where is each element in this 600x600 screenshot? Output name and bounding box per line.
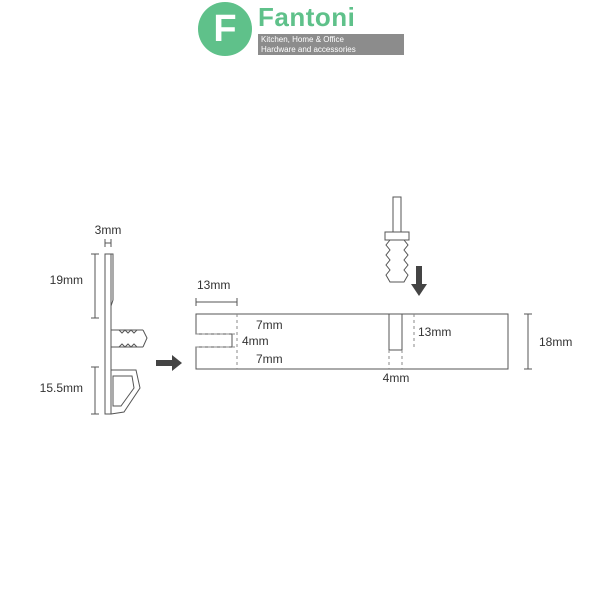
logo-tagline-band	[258, 34, 404, 55]
panel-slot	[388, 314, 403, 351]
profile-side-view	[104, 253, 148, 415]
panel-slot-depth-label: 13mm	[418, 325, 451, 339]
logo-letter: F	[213, 8, 237, 50]
panel-upper-lip-label: 7mm	[256, 318, 283, 332]
panel-groove-depth-label: 13mm	[197, 278, 230, 292]
profile-fin	[111, 329, 148, 348]
profile-upper-height-label: 19mm	[50, 273, 83, 287]
profile-lower-height-label: 15.5mm	[40, 381, 83, 395]
panel-slot-width-label: 4mm	[383, 371, 410, 385]
logo-name: Fantoni	[258, 2, 356, 32]
panel-dimension-guides	[196, 314, 415, 369]
logo-badge	[198, 2, 252, 56]
insert-barbed-fin	[385, 239, 409, 283]
profile-dimensions	[91, 239, 112, 415]
insert-profile	[384, 196, 410, 283]
profile-barbs	[118, 329, 138, 348]
panel-thickness-label: 18mm	[539, 335, 572, 349]
logo-tagline-1: Kitchen, Home & Office	[261, 35, 344, 44]
insert-stem	[392, 196, 402, 233]
logo-tagline-2: Hardware and accessories	[261, 45, 356, 54]
profile-hook-inner	[112, 375, 135, 407]
panel-groove-width-label: 4mm	[242, 334, 269, 348]
brand-logo: F Fantoni Kitchen, Home & Office Hardwar…	[198, 0, 404, 58]
profile-top-taper	[110, 253, 114, 307]
down-arrow-icon	[411, 266, 427, 296]
panel-dimension-lines	[195, 298, 532, 370]
profile-web	[104, 253, 112, 415]
right-arrow-icon	[156, 355, 182, 371]
panel-lower-lip-label: 7mm	[256, 352, 283, 366]
profile-hook	[110, 369, 141, 415]
profile-thickness-label: 3mm	[95, 223, 122, 237]
insert-collar	[384, 231, 410, 241]
